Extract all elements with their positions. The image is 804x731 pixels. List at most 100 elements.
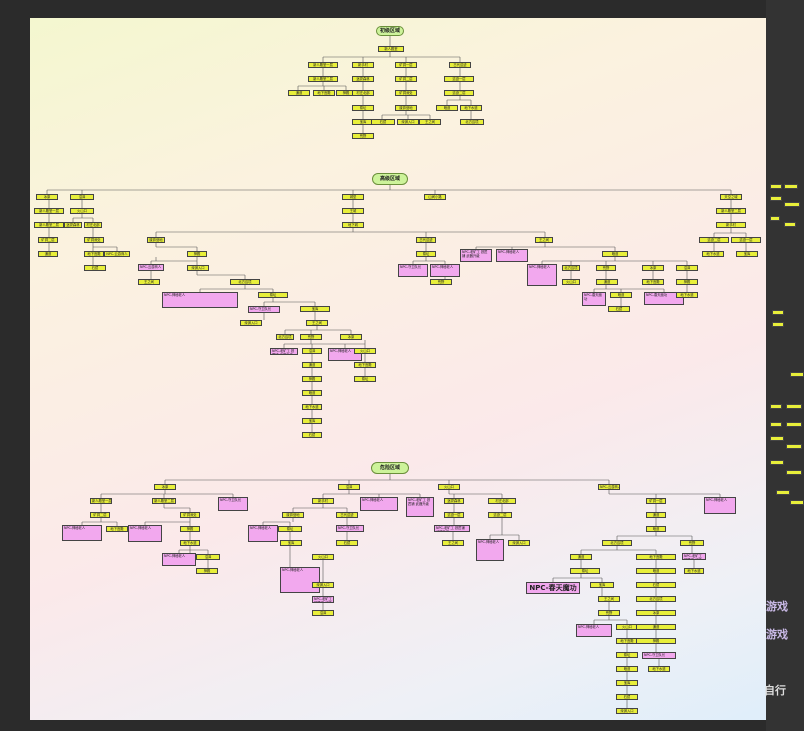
region-root-beginner[interactable]: 初级区域: [376, 26, 404, 36]
node[interactable]: 北方边境: [636, 596, 676, 602]
node[interactable]: 石窟: [636, 582, 676, 588]
node[interactable]: 矿洞一层: [395, 62, 417, 68]
npc-box[interactable]: NPC-神秘老人: [162, 553, 196, 566]
node[interactable]: 新人殿堂一层: [90, 498, 112, 504]
node[interactable]: 地下水道: [702, 251, 724, 257]
node[interactable]: 村庄北部: [84, 222, 102, 228]
node[interactable]: 荒野: [596, 265, 616, 271]
node[interactable]: 冰原: [642, 265, 664, 271]
node[interactable]: 暗道: [616, 666, 638, 672]
npc-box[interactable]: NPC-守卫队长: [218, 497, 248, 511]
npc-box[interactable]: NPC-老矿工 铁匠铺 武器升级: [312, 596, 334, 603]
npc-box[interactable]: NPC-老矿工 铁匠铺 武器升级: [460, 249, 492, 262]
node[interactable]: 火山口: [438, 484, 460, 490]
region-root-advanced[interactable]: 高级区域: [372, 173, 408, 185]
npc-box[interactable]: NPC-神秘老人: [248, 525, 278, 542]
node[interactable]: 遗迹二层: [444, 90, 474, 96]
npc-box[interactable]: NPC-神秘老人: [360, 497, 398, 511]
node[interactable]: 深渊入口: [397, 119, 419, 125]
node[interactable]: 王之间: [306, 320, 328, 326]
npc-box[interactable]: NPC-神秘老人: [476, 539, 504, 561]
node[interactable]: 沼泽: [312, 610, 334, 616]
node[interactable]: 冰原: [636, 610, 676, 616]
node[interactable]: 通道: [288, 90, 310, 96]
node[interactable]: 荒野: [300, 334, 322, 340]
node[interactable]: 荒野: [430, 279, 452, 285]
node[interactable]: 矿洞一层: [646, 498, 666, 504]
node[interactable]: 暗道: [436, 105, 458, 111]
node[interactable]: 神殿: [187, 251, 207, 257]
node[interactable]: 地下水道: [648, 666, 670, 672]
node[interactable]: 新人殿堂二层: [34, 222, 64, 228]
npc-box[interactable]: NPC-神秘老人: [430, 264, 460, 277]
node[interactable]: 山间小路: [424, 194, 446, 200]
node-level1[interactable]: 新人殿堂: [378, 46, 404, 52]
npc-box[interactable]: NPC-守卫队长: [248, 306, 280, 313]
node[interactable]: 遗迹一层: [731, 237, 761, 243]
npc-box[interactable]: NPC-神秘老人: [527, 264, 557, 286]
npc-box[interactable]: NPC-守卫队长: [336, 525, 364, 532]
node[interactable]: 通道: [636, 624, 676, 630]
node[interactable]: 祭坛: [278, 526, 302, 532]
node[interactable]: 地下宫殿: [84, 251, 104, 257]
npc-highlight-box[interactable]: NPC-春天魔功: [526, 582, 580, 594]
node[interactable]: 矿洞二层: [395, 76, 417, 82]
npc-box[interactable]: NPC-神秘老人: [280, 567, 320, 593]
node[interactable]: 石窟: [616, 694, 638, 700]
node[interactable]: NPC-云游商人: [104, 251, 130, 257]
npc-box[interactable]: NPC-神秘老人: [162, 292, 238, 308]
node[interactable]: 新人殿堂一层: [308, 62, 338, 68]
npc-box[interactable]: NPC-神秘老人: [704, 497, 736, 514]
node[interactable]: 冰原: [36, 194, 58, 200]
node[interactable]: 宝库: [616, 680, 638, 686]
node[interactable]: 地下水道: [460, 105, 482, 111]
node[interactable]: 王之间: [138, 279, 160, 285]
node[interactable]: 王城: [342, 208, 364, 214]
node[interactable]: 王之间: [419, 119, 441, 125]
node[interactable]: 新手村: [352, 62, 374, 68]
node[interactable]: 废弃营地: [147, 237, 165, 243]
node[interactable]: 地下宫殿: [313, 90, 335, 96]
node[interactable]: 废弃营地: [282, 512, 304, 518]
node[interactable]: 古代遗迹: [336, 512, 358, 518]
node[interactable]: 迷雾森林: [64, 222, 82, 228]
node[interactable]: 地下城: [342, 222, 364, 228]
node[interactable]: 新手村: [716, 222, 746, 228]
npc-box[interactable]: NPC-云游商人: [138, 264, 164, 271]
node[interactable]: 北方边境: [602, 540, 632, 546]
node[interactable]: 地下宫殿: [106, 526, 128, 532]
node[interactable]: 迷雾森林: [352, 76, 374, 82]
node[interactable]: 矿洞深处: [180, 512, 200, 518]
node[interactable]: 石窟: [608, 306, 630, 312]
node[interactable]: 暗道: [646, 526, 666, 532]
node[interactable]: 祭坛: [354, 376, 376, 382]
node[interactable]: 天空之城: [720, 194, 742, 200]
node[interactable]: 祭坛: [416, 251, 436, 257]
node[interactable]: 火山口: [354, 348, 376, 354]
node[interactable]: 遗迹一层: [444, 512, 464, 518]
npc-box[interactable]: NPC-神秘老人: [576, 624, 612, 637]
node[interactable]: 北方边境: [562, 265, 580, 271]
npc-box[interactable]: NPC-神秘老人: [328, 348, 362, 361]
node[interactable]: 地下宫殿: [642, 279, 664, 285]
node[interactable]: 深渊入口: [240, 320, 262, 326]
node[interactable]: 火山口: [616, 624, 638, 630]
node[interactable]: 迷雾森林: [444, 498, 464, 504]
npc-box[interactable]: NPC-守卫队长: [398, 264, 428, 277]
node[interactable]: 北方边境: [230, 279, 260, 285]
node[interactable]: 暗道: [302, 390, 322, 396]
node[interactable]: 矿洞深处: [84, 237, 104, 243]
node[interactable]: 火山口: [562, 279, 580, 285]
node[interactable]: 废弃营地: [395, 105, 417, 111]
node[interactable]: 通道: [646, 512, 666, 518]
npc-box[interactable]: NPC-老矿工 铁匠铺 武器升级: [682, 553, 706, 560]
node[interactable]: 矿洞深处: [395, 90, 417, 96]
node[interactable]: 冰原: [154, 484, 176, 490]
node[interactable]: 新手村: [312, 498, 334, 504]
node[interactable]: 祭坛: [258, 292, 288, 298]
npc-box[interactable]: NPC-神秘老人: [128, 525, 162, 542]
node[interactable]: 暗道: [602, 251, 628, 257]
node[interactable]: 祭坛: [570, 568, 600, 574]
node[interactable]: 矿洞二层: [38, 237, 58, 243]
node[interactable]: 地下宫殿: [636, 554, 676, 560]
